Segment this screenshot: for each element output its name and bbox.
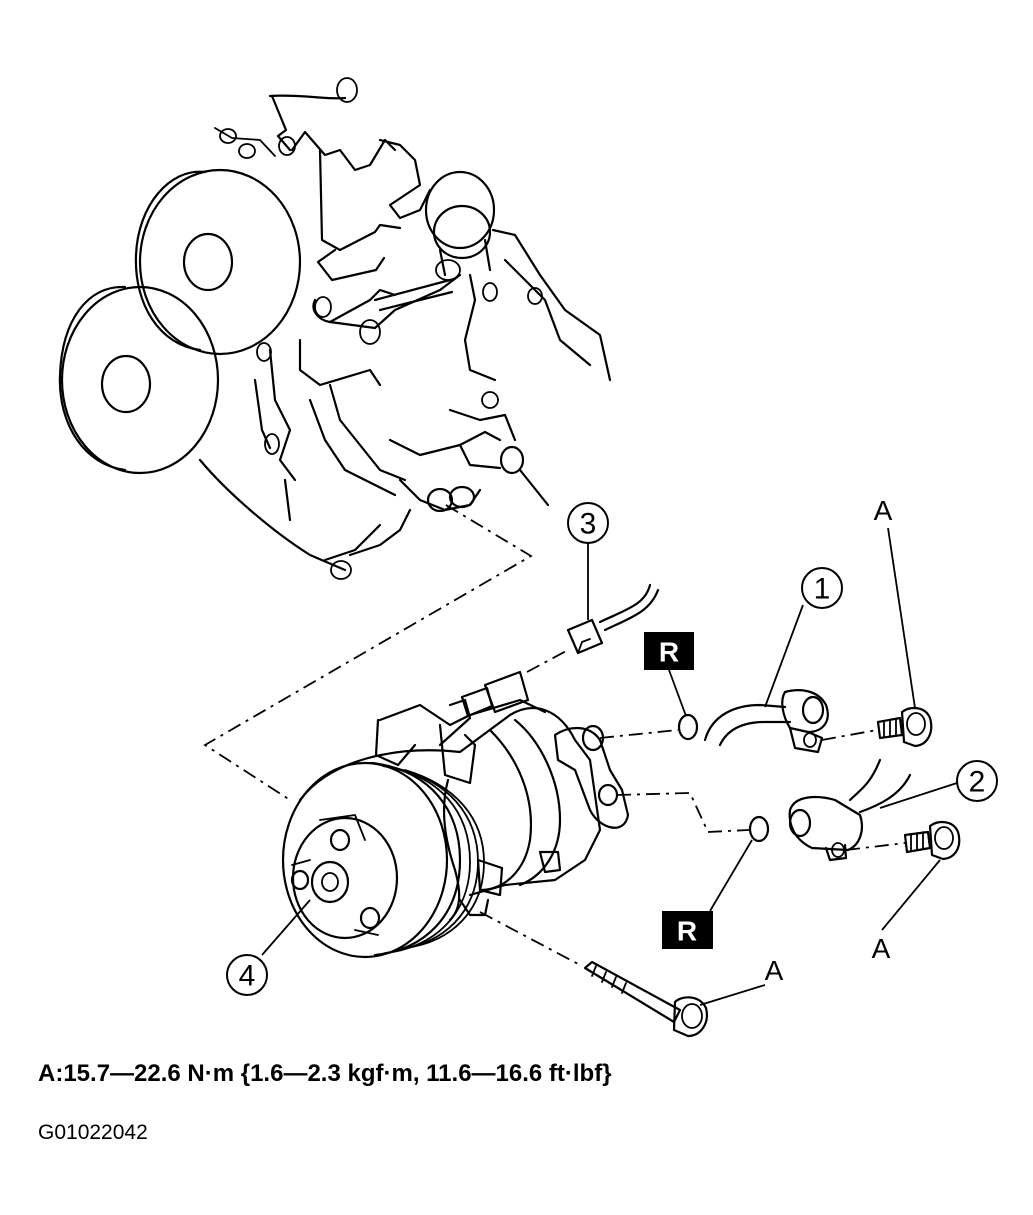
replace-badge-lower: R (662, 839, 753, 949)
item-3-wiring-connector (526, 543, 660, 673)
callout-4: 4 (226, 899, 311, 996)
discharge-pipe-1 (703, 604, 829, 754)
suction-pipe-2 (788, 758, 958, 862)
bolt-upper (876, 706, 933, 748)
replace-badge-lower-text: R (677, 916, 697, 947)
replace-badge-upper-text: R (659, 637, 679, 668)
torque-label-mount: A (699, 955, 784, 1006)
torque-label-lower: A (872, 859, 941, 964)
lower-pulley (58, 285, 220, 475)
lower-port-line (616, 792, 750, 833)
replace-badge-upper: R (644, 632, 694, 717)
torque-label-a-upper: A (874, 495, 893, 526)
callout-2-number: 2 (969, 766, 986, 799)
mounting-guide-line (203, 504, 533, 801)
figure-code: G01022042 (38, 1121, 148, 1144)
callout-1: 1 (801, 567, 843, 609)
bolt-mounting-long (479, 911, 708, 1038)
upper-port-line (599, 729, 679, 739)
callout-2: 2 (956, 760, 998, 802)
ac-compressor (281, 698, 630, 959)
torque-label-a-mount: A (765, 955, 784, 986)
torque-specification: A:15.7—22.6 N·m {1.6—2.3 kgf·m, 11.6—16.… (38, 1060, 612, 1087)
lower-bolt-line (845, 842, 906, 851)
torque-label-upper: A (874, 495, 916, 709)
upper-pulley (134, 168, 302, 356)
bolt-lower (903, 820, 961, 861)
torque-label-a-lower: A (872, 933, 891, 964)
upper-bolt-line (821, 729, 878, 741)
clutch-connector (438, 670, 530, 747)
callout-3: 3 (567, 502, 609, 544)
callout-4-number: 4 (239, 960, 256, 993)
callout-3-number: 3 (580, 508, 597, 541)
engine-block (58, 77, 612, 580)
o-ring-lower (748, 815, 770, 843)
o-ring-upper (677, 713, 699, 741)
callout-1-number: 1 (814, 573, 831, 606)
